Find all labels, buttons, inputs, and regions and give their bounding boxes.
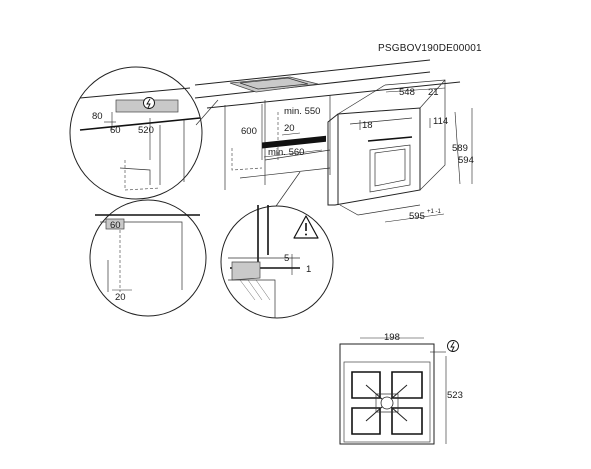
electrical-connection-icon [447,340,459,352]
document-code: PSGBOV190DE00001 [378,43,482,54]
dim-198: 198 [384,332,400,343]
dim-80: 80 [92,111,103,122]
detail-circle-top-left [69,66,203,200]
dim-523: 523 [447,390,463,401]
dim-548: 548 [399,87,415,98]
dim-595: 595 [409,211,425,222]
oven-drawing [327,79,473,223]
warning-triangle-icon [293,215,319,239]
dim-594: 594 [458,155,474,166]
detail-circle-bottom-middle [220,205,334,319]
dim-20-cabinet: 20 [284,123,295,134]
dim-20-bottom: 20 [115,292,126,303]
dim-min-560: min. 560 [268,147,304,158]
dim-5: 5 [284,253,289,264]
dim-1: 1 [306,264,311,275]
dim-520: 520 [138,125,154,136]
dim-114: 114 [433,116,448,127]
hob-top-view [339,337,447,445]
cabinet-drawing [194,59,461,190]
dim-595-tolerance: +1 -1 [427,209,442,215]
dim-589: 589 [452,143,468,154]
dim-600: 600 [241,126,257,137]
dim-min-550: min. 550 [284,106,320,117]
detail-circle-bottom-left [89,199,207,317]
electrical-connection-icon [143,97,155,109]
dim-60: 60 [110,125,121,136]
dim-60-bottom: 60 [110,220,121,231]
dim-18: 18 [362,120,373,131]
dim-21: 21 [428,87,439,98]
